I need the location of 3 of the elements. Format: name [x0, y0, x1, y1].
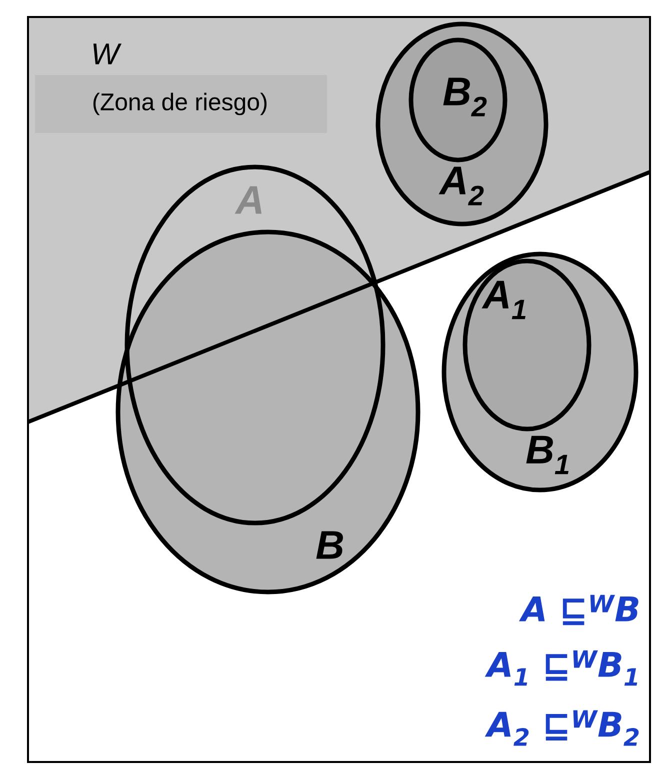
formula: A ⊑$^{W}$B	[518, 594, 638, 626]
formula: A$_{2}$ ⊑$^{W}$B$_{2}$	[484, 710, 639, 746]
formula: A$_{1}$ ⊑$^{W}$B$_{1}$	[484, 650, 638, 686]
